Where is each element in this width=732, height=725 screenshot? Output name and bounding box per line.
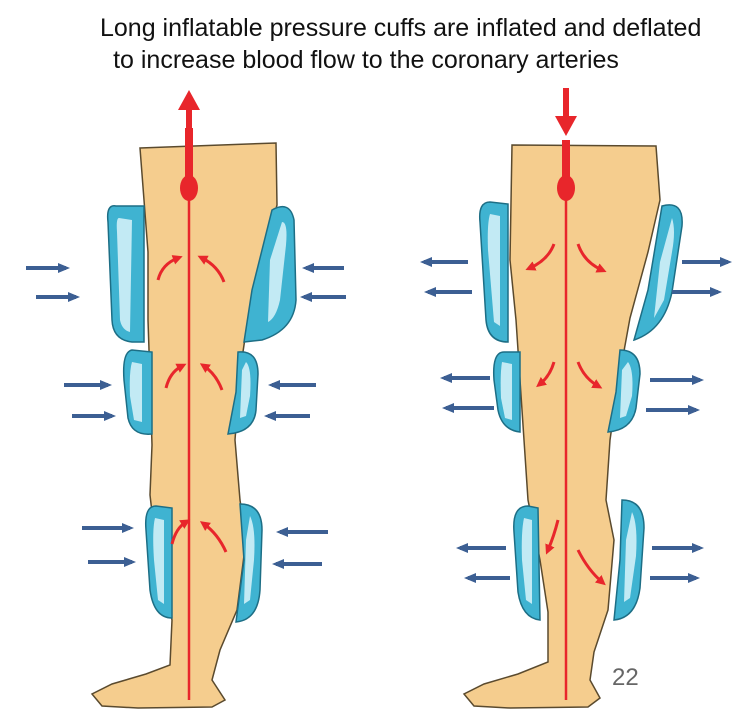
- flow-up-arrowhead: [178, 90, 200, 110]
- slide-number: 22: [612, 664, 639, 692]
- inflated-leg-panel: [26, 90, 346, 708]
- deflated-leg-panel: [424, 88, 728, 708]
- flow-down-arrowhead: [555, 116, 577, 136]
- caption: Long inflatable pressure cuffs are infla…: [0, 12, 732, 76]
- caption-line-1: Long inflatable pressure cuffs are infla…: [0, 12, 732, 44]
- caption-line-2: to increase blood flow to the coronary a…: [0, 44, 732, 76]
